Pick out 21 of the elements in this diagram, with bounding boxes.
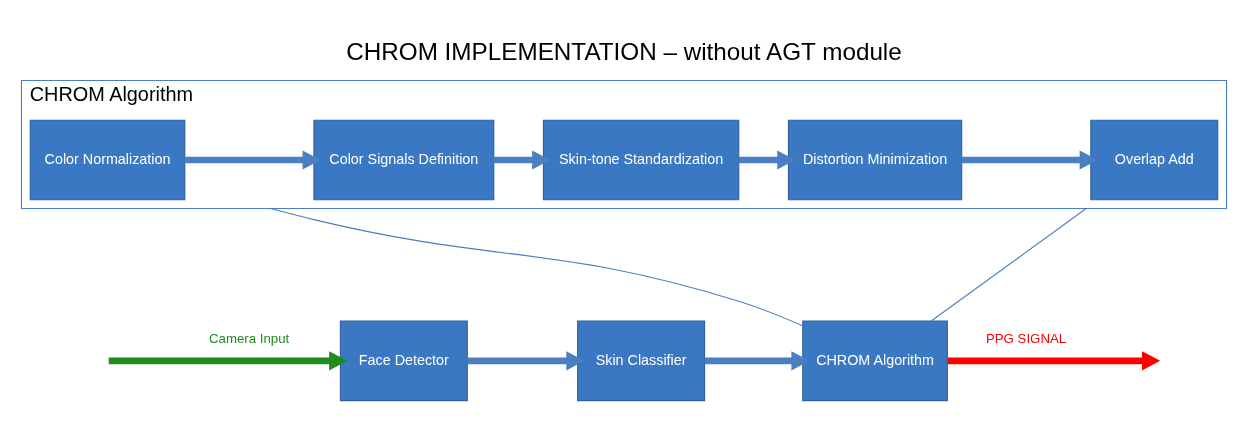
node-box: Distortion Minimization (787, 119, 963, 201)
arrow (704, 351, 810, 371)
edge-label: PPG SIGNAL (985, 330, 1067, 346)
arrow (738, 150, 796, 170)
arrow (947, 351, 1161, 371)
node-box: Skin Classifier (577, 320, 706, 402)
arrow (961, 150, 1098, 170)
connector (270, 208, 804, 327)
node-box: Overlap Add (1090, 119, 1219, 201)
arrow (493, 150, 551, 170)
node-box: Color Normalization (29, 119, 186, 201)
node-box: Color Signals Definition (313, 119, 495, 201)
arrow (467, 351, 585, 371)
arrow (185, 150, 321, 170)
connector (930, 208, 1087, 322)
diagram-title: CHROM IMPLEMENTATION – without AGT module (346, 38, 902, 66)
node-box: Skin-tone Standardization (542, 119, 740, 201)
arrow (108, 351, 348, 371)
node-box: CHROM Algorithm (802, 320, 948, 402)
node-box: Face Detector (339, 320, 468, 402)
edge-label: Camera Input (209, 330, 290, 346)
